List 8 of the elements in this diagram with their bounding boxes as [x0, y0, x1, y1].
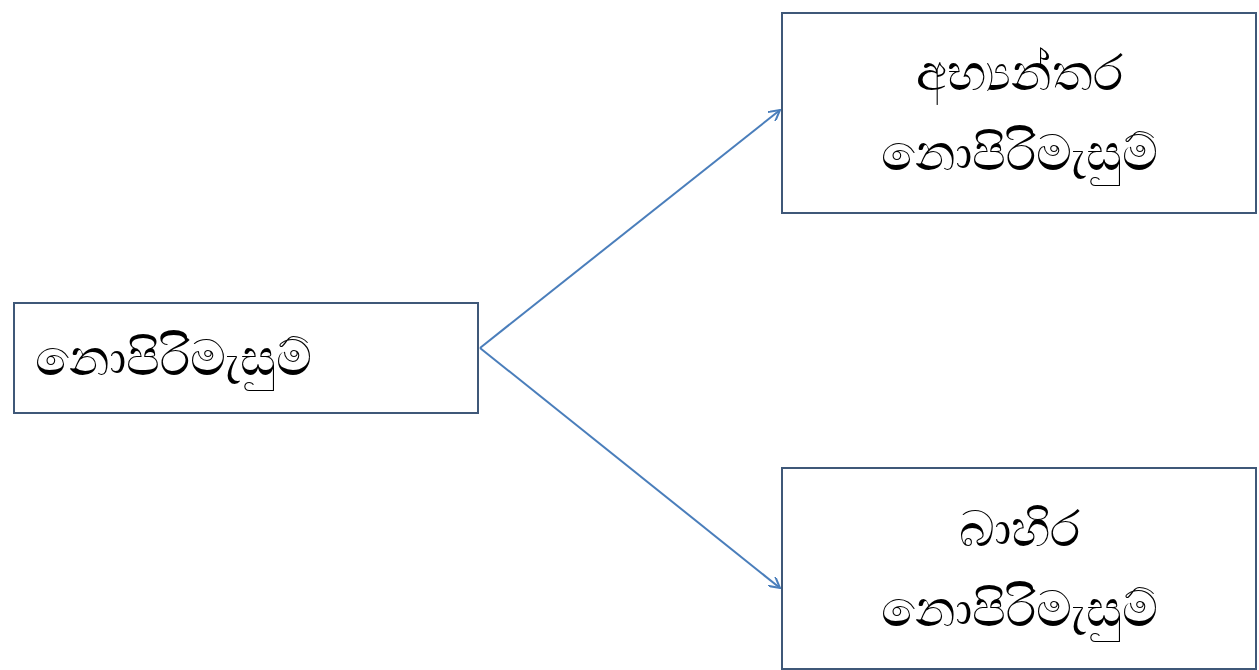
process-box — [781, 467, 1257, 670]
arrow — [479, 346, 781, 589]
process-box — [13, 302, 479, 414]
arrow — [479, 109, 781, 349]
box-label: බාහිර නොපිරිමැසුම් — [839, 488, 1199, 649]
box-label: නොපිරිමැසුම් — [35, 318, 312, 398]
process-box — [781, 12, 1257, 214]
box-label: අභ්‍යන්තර නොපිරිමැසුම් — [839, 33, 1199, 193]
